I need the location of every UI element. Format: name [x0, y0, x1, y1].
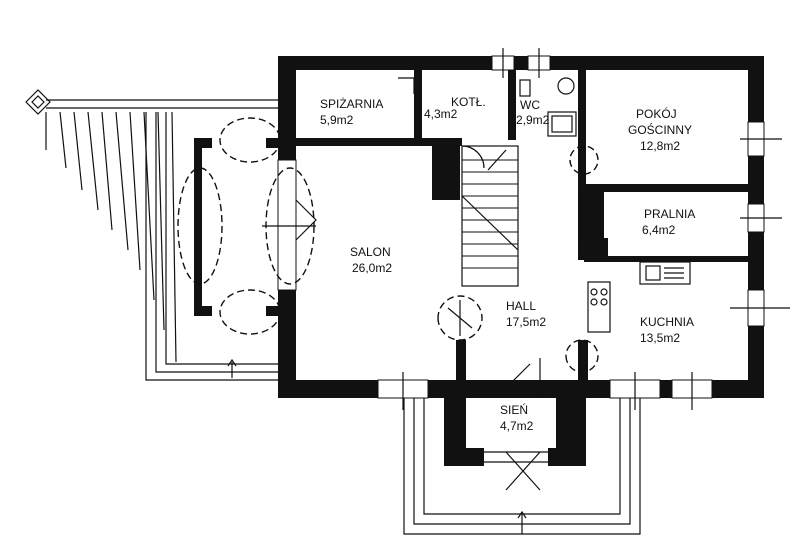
wc-area: 2,9m2 [516, 113, 550, 127]
terrace-pergola [25, 89, 317, 381]
windows [277, 48, 790, 410]
kotl-area: 4,3m2 [424, 107, 458, 121]
door-swings [398, 77, 599, 491]
salon-area: 26,0m2 [352, 261, 392, 275]
sien-area: 4,7m2 [500, 419, 534, 433]
spizarnia-area: 5,9m2 [320, 113, 354, 127]
vestibule-walls [444, 390, 586, 466]
wc-fixtures [519, 77, 577, 137]
spizarnia-name: SPIŻARNIA [320, 97, 383, 111]
pokoj-name-line1: POKÓJ [636, 106, 677, 121]
room-labels: SPIŻARNIA 5,9m2 KOTŁ. 4,3m2 WC 2,9m2 POK… [320, 95, 695, 433]
pralnia-name: PRALNIA [644, 207, 695, 221]
hall-area: 17,5m2 [506, 315, 546, 329]
kitchen-fixtures [579, 195, 691, 333]
kotl-name: KOTŁ. [451, 95, 486, 109]
salon-name: SALON [350, 245, 391, 259]
kuchnia-name: KUCHNIA [640, 315, 694, 329]
wc-name: WC [520, 98, 540, 112]
pokoj-area: 12,8m2 [640, 139, 680, 153]
hall-name: HALL [506, 299, 536, 313]
front-steps [403, 398, 641, 535]
pralnia-area: 6,4m2 [642, 223, 676, 237]
pokoj-name-line2: GOŚCINNY [628, 122, 692, 137]
kuchnia-area: 13,5m2 [640, 331, 680, 345]
sien-name: SIEŃ [500, 402, 528, 417]
staircase [461, 145, 519, 287]
